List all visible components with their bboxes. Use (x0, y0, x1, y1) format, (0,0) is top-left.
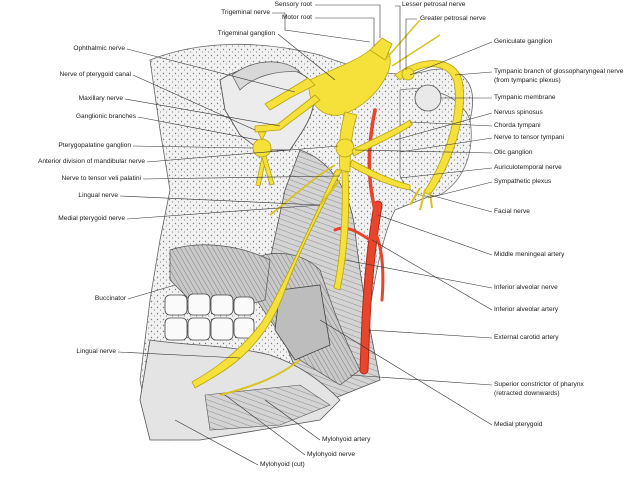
label-medial-pterygoid: Medial pterygoid (494, 421, 543, 428)
label-inferior-alveolar-nerve: Inferior alveolar nerve (494, 284, 558, 291)
teeth (164, 293, 255, 341)
maxillary-artery-shape (370, 223, 385, 302)
label-trigeminal-nerve: Trigeminal nerve (221, 9, 270, 16)
label-medial-pterygoid-nerve: Medial pterygoid nerve (58, 215, 125, 222)
label-nerve-to-tensor-veli-palatini: Nerve to tensor veli palatini (61, 175, 141, 182)
label-motor-root: Motor root (281, 14, 312, 21)
label-nerve-to-tensor-tympani: Nerve to tensor tympani (494, 134, 564, 141)
label-mylohyoid-artery: Mylohyoid artery (322, 436, 371, 443)
label-geniculate-ganglion: Geniculate ganglion (494, 38, 553, 45)
temporal-bone (399, 88, 472, 197)
medial-pterygoid-shape (274, 284, 331, 361)
orbit-edge (231, 61, 301, 91)
label-sympathetic-plexus: Sympathetic plexus (494, 178, 552, 185)
label-retracted-downwards: (retracted downwards) (494, 390, 560, 397)
label-lesser-petrosal-nerve: Lesser petrosal nerve (402, 1, 466, 8)
label-tympanic-membrane: Tympanic membrane (494, 94, 556, 101)
label-facial-nerve: Facial nerve (494, 208, 530, 215)
label-buccinator: Buccinator (94, 295, 126, 302)
label-external-carotid-artery: External carotid artery (494, 334, 559, 341)
nerves (191, 19, 464, 396)
label-mylohyoid-cut: Mylohyoid (cut) (260, 461, 305, 468)
label-inferior-alveolar-artery: Inferior alveolar artery (494, 306, 559, 313)
label-tympanic-branch: Tympanic branch of glossopharyngeal nerv… (494, 68, 624, 75)
inferior-alveolar-artery-shape (333, 226, 372, 242)
label-sensory-root: Sensory root (274, 1, 312, 8)
label-tympanic-plexus: (from tympanic plexus) (494, 77, 561, 84)
label-superior-constrictor: Superior constrictor of pharynx (494, 381, 584, 388)
label-ophthalmic-nerve: Ophthalmic nerve (73, 45, 125, 52)
label-nervus-spinosus: Nervus spinosus (494, 109, 543, 116)
leader-lines (117, 4, 493, 466)
label-lingual-nerve-upper: Lingual nerve (78, 192, 118, 199)
label-mylohyoid-nerve: Mylohyoid nerve (307, 451, 356, 458)
label-trigeminal-ganglion: Trigeminal ganglion (217, 30, 275, 37)
mylohyoid-shape (204, 384, 331, 431)
label-auriculotemporal-nerve: Auriculotemporal nerve (494, 164, 562, 171)
label-nerve-of-pterygoid-canal: Nerve of pterygoid canal (59, 71, 131, 78)
label-pterygopalatine-ganglion: Pterygopalatine ganglion (58, 142, 131, 149)
label-middle-meningeal-artery: Middle meningeal artery (494, 251, 565, 258)
trigeminal-ganglion-shape (308, 46, 391, 116)
label-maxillary-nerve: Maxillary nerve (78, 95, 123, 102)
label-lingual-nerve-lower: Lingual nerve (76, 348, 116, 355)
tympanic-membrane-shape (414, 84, 442, 112)
label-ganglionic-branches: Ganglionic branches (75, 113, 136, 120)
label-greater-petrosal-nerve: Greater petrosal nerve (420, 15, 486, 22)
label-anterior-division-mandibular: Anterior division of mandibular nerve (37, 158, 145, 165)
label-otic-ganglion: Otic ganglion (494, 149, 533, 156)
label-chorda-tympani: Chorda tympani (494, 122, 541, 129)
